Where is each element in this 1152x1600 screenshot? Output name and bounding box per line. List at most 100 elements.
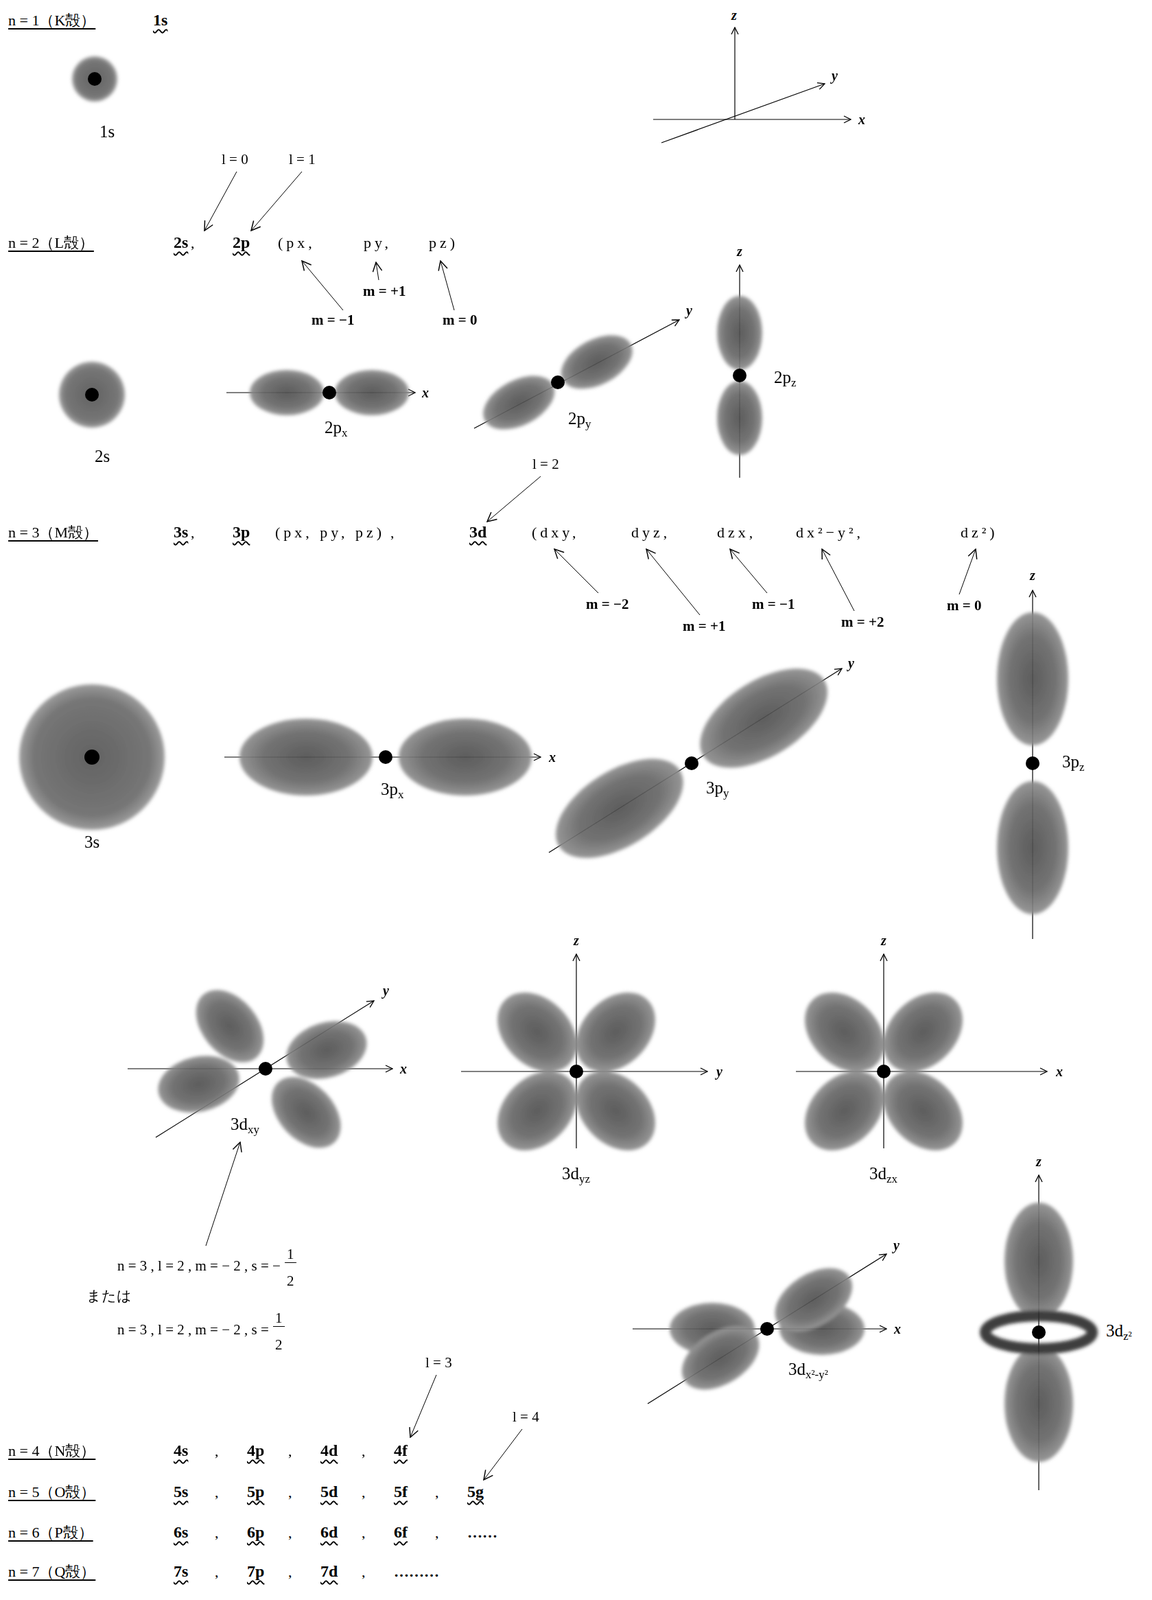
orbital-list: , xyxy=(288,1562,296,1580)
subshell-name: 4s xyxy=(173,1440,188,1461)
orbital-lobe xyxy=(1004,1202,1074,1319)
orbital-lobe xyxy=(867,1055,979,1166)
shell-heading: n = 5（O殻） xyxy=(8,1482,96,1500)
leader-arrow xyxy=(730,548,768,593)
orbital-list: , xyxy=(435,1523,443,1541)
magnetic-quantum-number: m = +1 xyxy=(362,282,406,300)
subshell-name: 6p xyxy=(247,1522,265,1542)
axis-line xyxy=(795,1070,1048,1072)
subshell-name: 6s xyxy=(173,1522,188,1542)
orbital-list: , xyxy=(288,1441,296,1459)
orbital-list: pz) xyxy=(428,233,459,252)
orbital-lobe xyxy=(257,1062,355,1161)
axis-label: x xyxy=(548,749,556,766)
subshell-name: 4f xyxy=(393,1440,408,1461)
orbital-list: dz²) xyxy=(960,523,999,541)
s-orbital xyxy=(59,361,125,428)
axis-label: z xyxy=(573,932,580,949)
axis-label: y xyxy=(716,1063,723,1080)
leader-arrow xyxy=(483,1428,523,1480)
subshell-name: 7s xyxy=(173,1561,188,1581)
orbital-lobe xyxy=(538,738,700,879)
nucleus xyxy=(732,368,747,383)
axis-label: x xyxy=(858,111,866,128)
magnetic-quantum-number: m = 0 xyxy=(442,311,477,328)
orbital-list: dx²−y², xyxy=(795,523,864,541)
azimuthal-quantum-number: l = 4 xyxy=(512,1407,540,1425)
orbital-list: , xyxy=(361,1562,370,1580)
nucleus xyxy=(876,1064,891,1078)
orbital-label: 3dyz xyxy=(561,1163,591,1186)
quantum-number-set: n = 3 , l = 2 , m = − 2 , s = xyxy=(117,1320,269,1338)
quantum-number-set: n = 3 , l = 2 , m = − 2 , s = − xyxy=(117,1256,281,1274)
axis-label: y xyxy=(848,655,855,672)
orbital-list: (px, xyxy=(277,233,316,252)
nucleus xyxy=(684,756,699,770)
orbital-list: dzx, xyxy=(716,523,757,541)
subshell-name: 4p xyxy=(247,1440,265,1461)
orbital-lobe xyxy=(789,976,900,1087)
azimuthal-quantum-number: l = 1 xyxy=(288,150,316,168)
leader-arrow xyxy=(375,262,379,280)
axis-line xyxy=(734,27,735,120)
quantum-number-set: 2 xyxy=(275,1335,283,1353)
subshell-name: 7p xyxy=(247,1561,265,1581)
axis-label: z xyxy=(880,932,887,949)
d-orbital xyxy=(152,976,1093,1462)
orbital-label: 1s xyxy=(99,122,115,143)
shell-heading: n = 6（P殻） xyxy=(8,1523,94,1541)
orbital-list: , xyxy=(361,1523,370,1541)
orbital-lobe xyxy=(279,1011,374,1089)
azimuthal-quantum-number: l = 0 xyxy=(221,150,249,168)
orbital-lobe xyxy=(996,612,1069,746)
orbital-label: 3px xyxy=(380,779,405,802)
magnetic-quantum-number: m = −1 xyxy=(751,595,795,613)
leader-arrow xyxy=(554,548,599,593)
orbital-label: 2py xyxy=(568,408,592,431)
orbital-lobe xyxy=(716,295,763,370)
s-orbital xyxy=(72,56,118,102)
leader-arrow xyxy=(410,1374,437,1437)
orbital-lobe xyxy=(683,648,845,789)
orbital-lobe xyxy=(481,976,593,1087)
nucleus xyxy=(84,749,100,765)
orbital-label: 2s xyxy=(94,446,110,467)
nucleus xyxy=(1025,756,1040,770)
axis-label: y xyxy=(686,302,693,319)
orbital-lobe xyxy=(670,1312,770,1402)
orbital-list: (dxy, xyxy=(531,523,580,541)
quantum-number-set: 1 xyxy=(273,1309,285,1327)
orbital-label: 2pz xyxy=(773,367,797,390)
axis-line xyxy=(661,83,825,143)
orbital-lobe xyxy=(481,1055,593,1166)
magnetic-quantum-number: m = +2 xyxy=(841,613,884,630)
orbital-lobe xyxy=(152,1047,245,1120)
orbital-list: , xyxy=(214,1441,223,1459)
subshell-name: 1s xyxy=(153,10,168,31)
axis-label: x xyxy=(400,1060,407,1077)
leader-arrow xyxy=(251,171,302,231)
orbital-list: , xyxy=(435,1482,443,1500)
leader-arrow xyxy=(646,548,700,615)
orbital-list: , xyxy=(214,1523,223,1541)
shell-heading: n = 4（N殻） xyxy=(8,1441,96,1459)
nucleus xyxy=(378,749,393,764)
orbital-lobe xyxy=(239,718,373,796)
magnetic-quantum-number: m = 0 xyxy=(946,596,982,614)
axis-label: x xyxy=(1055,1063,1063,1080)
axis-line xyxy=(883,953,884,1148)
subshell-name: 6d xyxy=(320,1522,338,1542)
orbital-lobe xyxy=(560,976,672,1087)
subshell-name: 5g xyxy=(467,1482,484,1502)
orbital-list: py, xyxy=(363,233,392,252)
axis-label: y xyxy=(893,1237,900,1253)
subshell-name: 3d xyxy=(469,522,487,543)
leader-arrow xyxy=(959,548,976,595)
orbital-lobe xyxy=(996,780,1069,914)
ellipsis: …… xyxy=(467,1523,498,1541)
subshell-name: 5p xyxy=(247,1482,265,1502)
orbital-list: (px, py, pz) xyxy=(275,523,385,541)
subshell-name: 5d xyxy=(320,1482,338,1502)
quantum-number-set: 2 xyxy=(286,1272,295,1289)
subshell-name: 3s xyxy=(173,522,188,543)
